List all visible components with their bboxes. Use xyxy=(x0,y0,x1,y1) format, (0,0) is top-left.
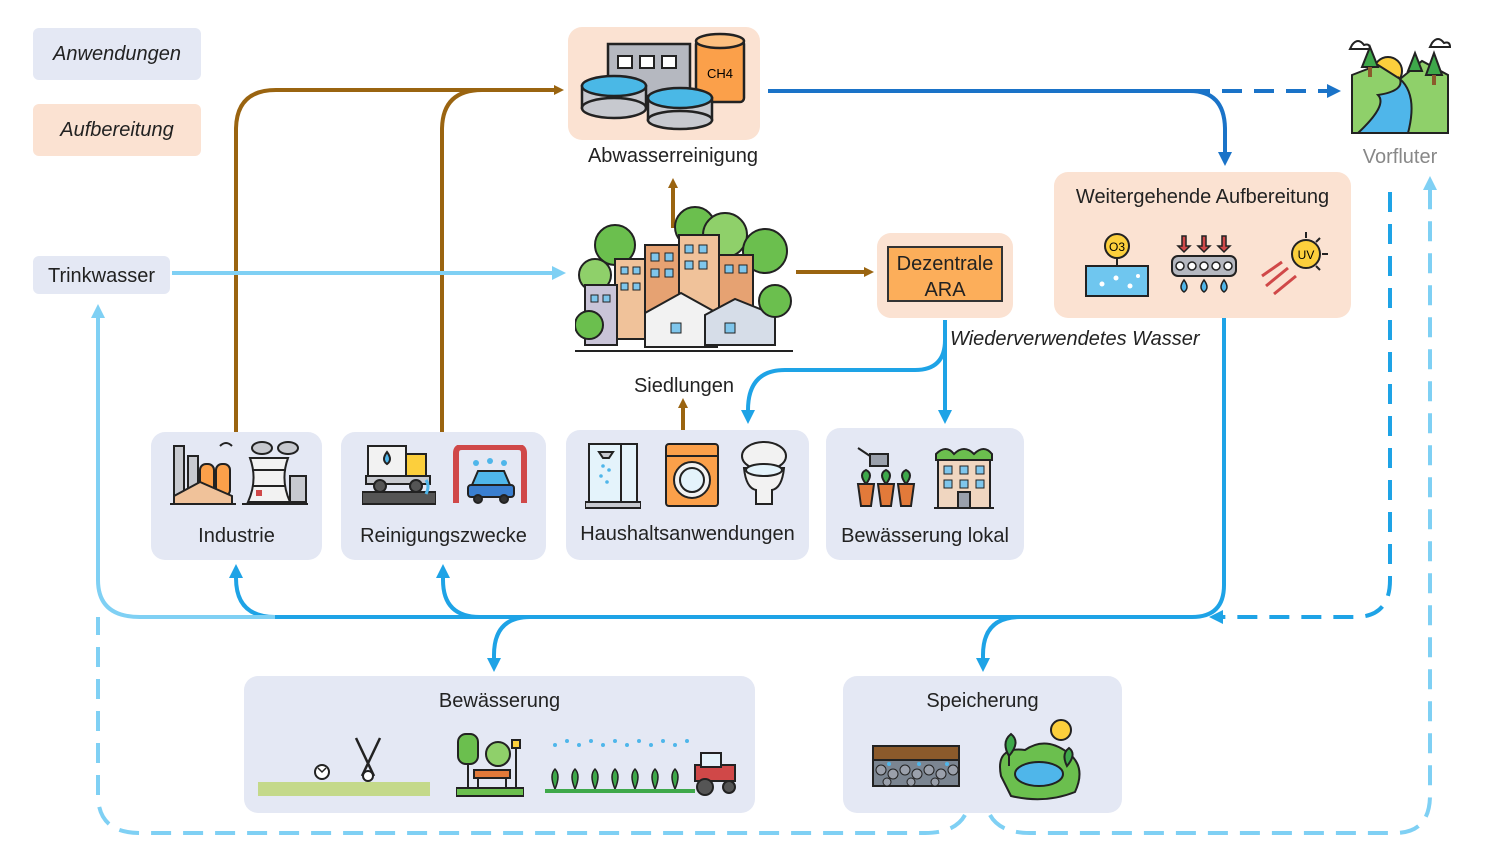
car-wash-icon xyxy=(453,445,527,504)
city-icon xyxy=(575,206,793,352)
advanced-treatment-label: Weitergehende Aufbereitung xyxy=(1075,186,1330,208)
household-label: Haushaltsanwendungen xyxy=(580,523,795,545)
settlements-label: Siedlungen xyxy=(633,375,735,397)
flow-wwtp-to-advanced xyxy=(768,89,1232,166)
flow-return-to-drinking xyxy=(91,304,275,619)
storage-label: Speicherung xyxy=(926,690,1039,712)
sports-field-icon xyxy=(258,737,430,796)
drinking-water-box xyxy=(33,256,170,294)
wastewater-plant-icon: CH4 xyxy=(580,32,746,131)
agriculture-icon xyxy=(545,739,736,796)
uv-icon: UV xyxy=(1261,232,1328,296)
toilet-icon xyxy=(741,441,787,505)
drinking-water-label: Trinkwasser xyxy=(47,265,156,287)
green-building-icon xyxy=(934,448,994,509)
watering-plants-icon xyxy=(856,447,916,507)
flow-storage-dashed-right xyxy=(988,176,1437,835)
flow-to-irrigation xyxy=(487,615,531,672)
filter-icon xyxy=(1171,235,1237,293)
flow-storage-dashed-left xyxy=(96,617,967,835)
soil-storage-icon xyxy=(872,745,960,787)
flow-receiving-return xyxy=(1209,192,1392,624)
uv-label: UV xyxy=(1298,248,1315,262)
legend-applications: Anwendungen xyxy=(33,28,201,80)
cleaning-label: Reinigungszwecke xyxy=(360,525,527,547)
wastewater-label: Abwasserreinigung xyxy=(587,145,759,167)
decentral-ara-label: Dezentrale ARA xyxy=(896,253,994,301)
reused-water-label: Wiederverwendetes Wasser xyxy=(950,328,1200,350)
flow-to-cleaning xyxy=(436,564,481,619)
washing-machine-icon xyxy=(665,443,719,507)
ozone-icon: O3 xyxy=(1085,233,1149,297)
receiving-water-label: Vorfluter xyxy=(1362,146,1438,168)
cleaning-truck-icon xyxy=(362,445,436,505)
irrigation-label: Bewässerung xyxy=(438,690,561,712)
decentral-ara-inner xyxy=(887,246,1003,302)
shower-icon xyxy=(585,443,641,509)
ozone-label: O3 xyxy=(1109,240,1125,254)
flow-to-storage xyxy=(976,615,1021,672)
power-plant-icon xyxy=(242,441,308,505)
flow-industry-to-wwtp xyxy=(234,85,564,432)
legend-treatment: Aufbereitung xyxy=(33,104,201,156)
methane-label: CH4 xyxy=(707,66,733,81)
pond-icon xyxy=(999,719,1081,801)
flow-cleaning-to-wwtp xyxy=(440,88,540,432)
legend-treatment-label: Aufbereitung xyxy=(60,118,174,141)
park-icon xyxy=(456,733,524,797)
local-irrigation-label: Bewässerung lokal xyxy=(841,525,1009,547)
legend-applications-label: Anwendungen xyxy=(53,42,181,65)
factory-icon xyxy=(170,442,236,505)
river-landscape-icon xyxy=(1348,38,1452,134)
industry-label: Industrie xyxy=(198,525,275,547)
